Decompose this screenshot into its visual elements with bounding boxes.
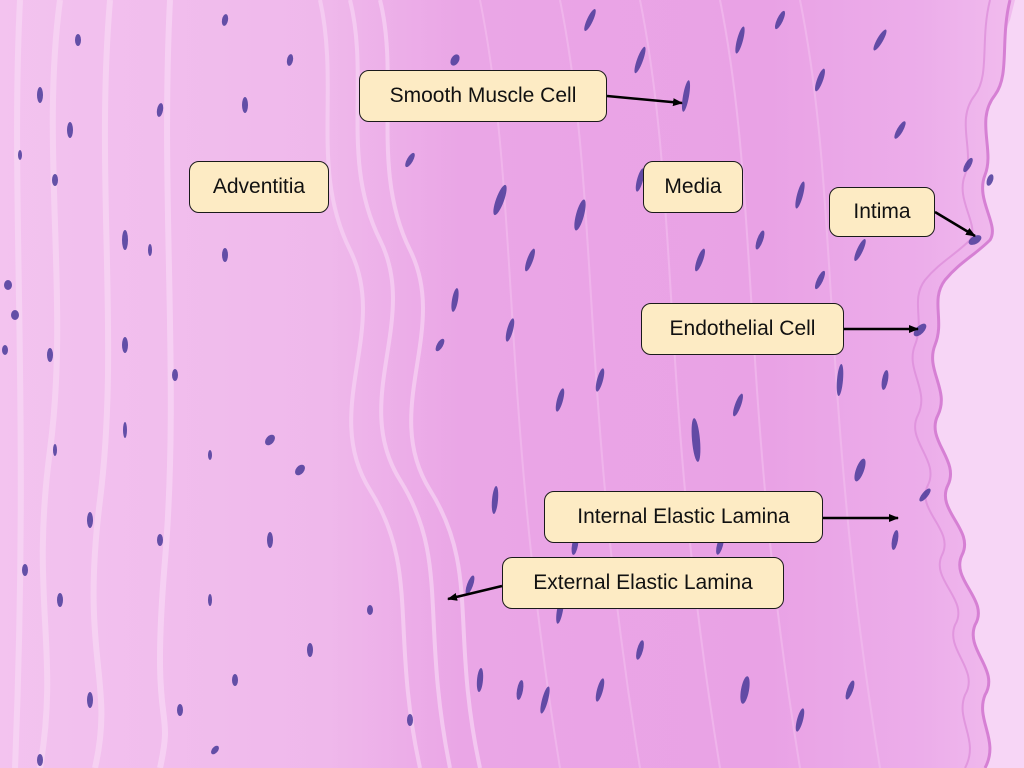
internal-elastic-lamina-inner bbox=[911, 0, 991, 768]
label-smooth-muscle-cell: Smooth Muscle Cell bbox=[359, 70, 607, 122]
label-adventitia: Adventitia bbox=[189, 161, 329, 213]
lumen bbox=[932, 0, 1024, 768]
adventitia-fibers bbox=[12, 0, 174, 768]
external-elastic-lamina-band bbox=[318, 0, 482, 768]
label-media: Media bbox=[643, 161, 743, 213]
label-endothelial-cell: Endothelial Cell bbox=[641, 303, 844, 355]
internal-elastic-lamina bbox=[931, 0, 1012, 768]
cell-nuclei bbox=[2, 9, 994, 766]
label-external-elastic-lamina: External Elastic Lamina bbox=[502, 557, 784, 609]
label-intima: Intima bbox=[829, 187, 935, 237]
label-internal-elastic-lamina: Internal Elastic Lamina bbox=[544, 491, 823, 543]
